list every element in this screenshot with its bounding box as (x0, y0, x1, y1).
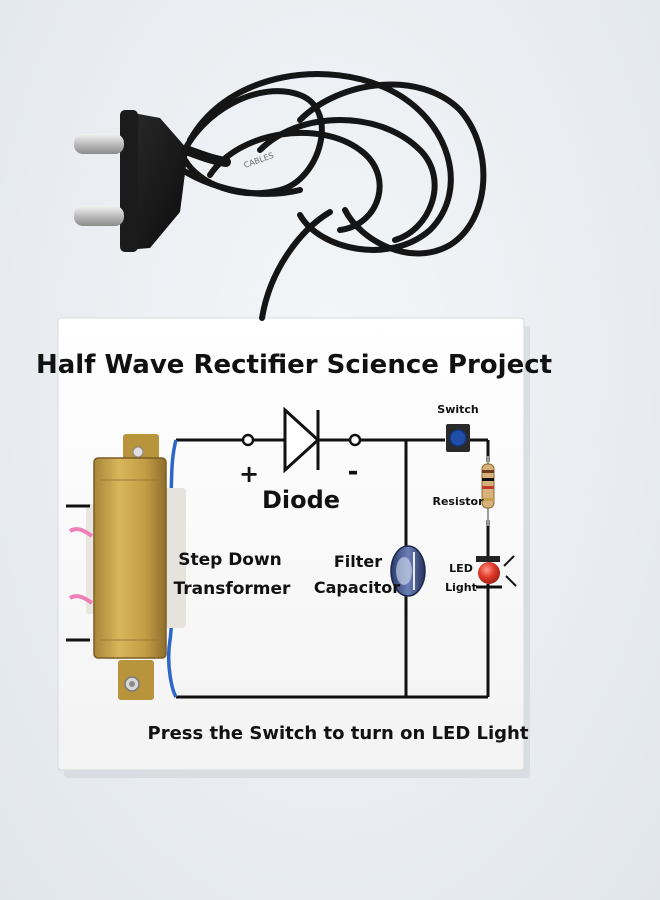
capacitor-label-line1: Filter (334, 552, 382, 571)
board-title: Half Wave Rectifier Science Project (36, 350, 552, 380)
plus-label: + (239, 460, 259, 488)
plug-pin-bottom (74, 206, 124, 226)
filter-capacitor (390, 545, 426, 597)
diode-symbol (283, 406, 321, 474)
resistor-label: Resistor (432, 495, 484, 508)
power-cable (172, 71, 487, 321)
transformer-label-line2: Transformer (174, 579, 292, 599)
cable-print: CABLES (243, 151, 275, 170)
push-switch (446, 424, 470, 452)
capacitor-label-line2: Capacitor (314, 578, 400, 597)
terminal-dot-plus (241, 433, 255, 447)
minus-label: - (348, 457, 359, 487)
led-label-line1: LED (449, 562, 473, 575)
terminal-dot-minus (348, 433, 362, 447)
switch-label: Switch (437, 403, 478, 416)
resistor (481, 456, 495, 526)
led-label-line2: Light (445, 581, 477, 594)
transformer-label-line1: Step Down (178, 550, 282, 570)
footer-instruction: Press the Switch to turn on LED Light (148, 723, 529, 744)
plug-pin-top (74, 134, 124, 154)
step-down-transformer (66, 434, 186, 700)
led-light (476, 555, 517, 598)
plug (74, 110, 231, 252)
diode-label: Diode (262, 486, 340, 514)
